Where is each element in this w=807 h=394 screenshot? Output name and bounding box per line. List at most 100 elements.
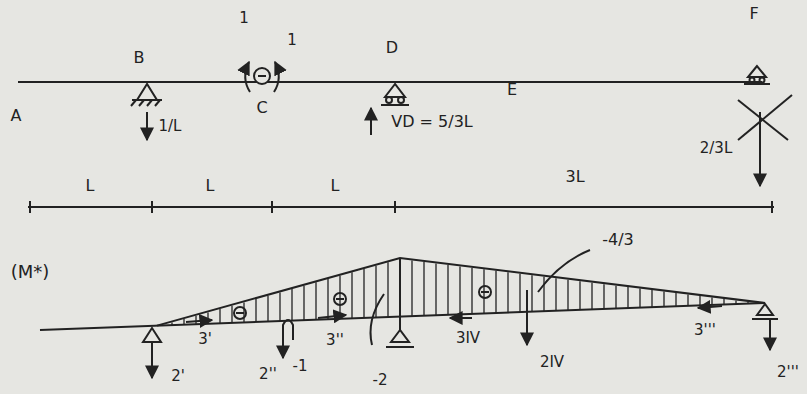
force-arrow bbox=[282, 330, 284, 358]
hatch-line bbox=[567, 280, 568, 311]
annotation-label: E bbox=[507, 82, 517, 98]
beam-line bbox=[18, 81, 762, 83]
hinge-symbol bbox=[245, 62, 279, 92]
annotation-label: -4/3 bbox=[602, 232, 634, 248]
dimension-line bbox=[28, 201, 774, 213]
hatch-line bbox=[531, 275, 532, 311]
annotation-label: 3''' bbox=[694, 323, 716, 338]
annotation-label: (M*) bbox=[11, 263, 50, 281]
hatch-line bbox=[447, 265, 448, 315]
hatch-line bbox=[231, 306, 232, 323]
annotation-label: 3IV bbox=[456, 331, 480, 346]
roller-support bbox=[381, 84, 409, 105]
annotation-label: 2''' bbox=[777, 365, 799, 380]
annotation-label: 3L bbox=[565, 169, 584, 185]
annotation-label: L bbox=[86, 178, 95, 194]
annotation-label: -2 bbox=[373, 373, 388, 388]
reaction-arrow bbox=[370, 108, 372, 135]
hatch-line bbox=[327, 279, 328, 319]
cross-out-mark bbox=[738, 95, 792, 140]
force-arrow bbox=[450, 317, 472, 319]
hatch-line bbox=[687, 295, 688, 306]
roller-support bbox=[752, 304, 778, 319]
hatch-line bbox=[195, 316, 196, 324]
hatch-line bbox=[183, 319, 184, 325]
hatch-line bbox=[435, 263, 436, 315]
hatch-line bbox=[699, 296, 700, 305]
base-line bbox=[40, 303, 765, 330]
hatch-line bbox=[507, 272, 508, 312]
roller-support bbox=[386, 330, 414, 347]
hatch-line bbox=[423, 262, 424, 316]
annotation-label: 3'' bbox=[326, 333, 344, 348]
annotation-label: 3' bbox=[198, 332, 212, 347]
annotation-label: L bbox=[331, 178, 340, 194]
hatching bbox=[172, 260, 748, 325]
force-arrow bbox=[151, 350, 153, 378]
hatch-line bbox=[267, 296, 268, 322]
hatch-line bbox=[663, 292, 664, 307]
hatch-line bbox=[339, 276, 340, 319]
moment-ordinate bbox=[399, 258, 401, 330]
annotation-label: 1 bbox=[287, 33, 297, 48]
hatch-line bbox=[615, 286, 616, 309]
annotation-label: D bbox=[386, 40, 398, 56]
hatch-line bbox=[627, 287, 628, 308]
hatch-line bbox=[351, 272, 352, 318]
hatch-line bbox=[459, 266, 460, 314]
force-arrow bbox=[526, 290, 528, 345]
annotation-label: 2IV bbox=[540, 355, 564, 370]
annotation-label: C bbox=[256, 100, 267, 116]
hatch-line bbox=[711, 297, 712, 305]
hatch-line bbox=[387, 262, 388, 317]
hatch-line bbox=[363, 269, 364, 318]
hatch-line bbox=[747, 302, 748, 304]
leader-line bbox=[538, 250, 590, 292]
annotation-label: A bbox=[11, 108, 22, 124]
annotation-label: B bbox=[134, 50, 145, 66]
annotation-label: VD = 5/3L bbox=[391, 114, 473, 130]
force-arrow bbox=[318, 315, 346, 318]
sketch-mark bbox=[371, 294, 385, 345]
sketch-mark bbox=[283, 320, 293, 346]
roller-support bbox=[744, 66, 770, 84]
annotation-label: 2' bbox=[171, 369, 185, 384]
pin-support bbox=[143, 328, 161, 352]
hatch-line bbox=[207, 312, 208, 323]
hatch-line bbox=[495, 271, 496, 313]
hatch-line bbox=[591, 283, 592, 310]
minus-circle bbox=[234, 286, 491, 319]
hatch-line bbox=[639, 289, 640, 308]
hatch-line bbox=[315, 282, 316, 319]
annotation-label: L bbox=[206, 178, 215, 194]
annotation-label: -1 bbox=[293, 359, 308, 374]
hatch-line bbox=[735, 300, 736, 304]
hatch-line bbox=[603, 284, 604, 309]
hatch-line bbox=[411, 260, 412, 316]
hatch-line bbox=[471, 268, 472, 314]
reaction-arrow bbox=[146, 112, 148, 140]
hatch-line bbox=[579, 281, 580, 310]
hatch-line bbox=[255, 299, 256, 322]
hatch-line bbox=[675, 293, 676, 306]
hatch-line bbox=[519, 274, 520, 312]
hatch-line bbox=[219, 309, 220, 323]
annotation-label: 2'' bbox=[259, 367, 277, 382]
hatch-line bbox=[171, 322, 172, 325]
force-arrow bbox=[769, 320, 771, 350]
hatch-line bbox=[291, 289, 292, 321]
moment-outline bbox=[157, 258, 765, 326]
annotation-label: 1 bbox=[239, 11, 249, 26]
hatch-line bbox=[651, 290, 652, 307]
hatch-line bbox=[543, 277, 544, 311]
hatch-line bbox=[303, 286, 304, 320]
hatch-line bbox=[279, 292, 280, 321]
hatch-line bbox=[723, 299, 724, 305]
force-arrow bbox=[698, 306, 722, 308]
pin-support bbox=[131, 84, 162, 106]
hatch-line bbox=[555, 278, 556, 311]
force-arrow bbox=[186, 320, 212, 322]
annotation-label: 1/L bbox=[159, 119, 182, 134]
annotation-label: 2/3L bbox=[700, 141, 733, 156]
